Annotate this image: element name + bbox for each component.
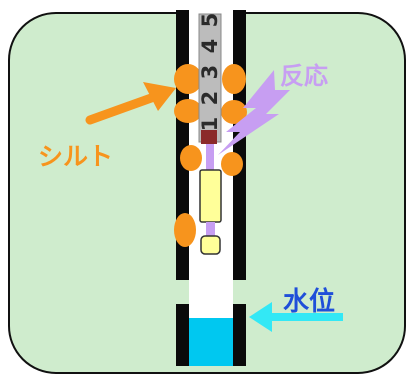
- silt-label: シルト: [38, 142, 114, 171]
- sensor-tip: [200, 235, 221, 255]
- casing-wall-left-lower: [176, 304, 189, 366]
- gauge-number-5: 5: [198, 13, 222, 28]
- reaction-label: 反応: [280, 62, 328, 90]
- casing-wall-right-lower: [233, 304, 246, 366]
- gauge-numbers: 1 2 3 4 5: [198, 13, 222, 132]
- silt-patch: [174, 64, 202, 94]
- probe-cable-lower: [206, 222, 215, 240]
- gauge-number-1: 1: [198, 117, 222, 132]
- gauge-tip: [201, 130, 217, 144]
- water-level-label: 水位: [283, 287, 336, 317]
- silt-patch: [221, 152, 243, 176]
- reaction-lightning-icon: [218, 70, 290, 155]
- sensor-body: [199, 169, 222, 223]
- silt-patch: [222, 64, 246, 94]
- silt-arrow-icon: [85, 82, 176, 125]
- gauge-number-2: 2: [198, 91, 222, 106]
- gauge-number-4: 4: [198, 39, 222, 54]
- gauge-tape: [199, 14, 221, 142]
- silt-patch: [180, 145, 202, 171]
- water-column: [189, 318, 233, 366]
- gauge-number-3: 3: [198, 65, 222, 80]
- silt-patch: [174, 99, 202, 123]
- probe-cable: [206, 144, 214, 174]
- silt-patch: [174, 213, 196, 247]
- casing-wall-right: [233, 10, 246, 280]
- silt-patch: [221, 100, 247, 124]
- water-level-arrow-icon: [249, 302, 343, 332]
